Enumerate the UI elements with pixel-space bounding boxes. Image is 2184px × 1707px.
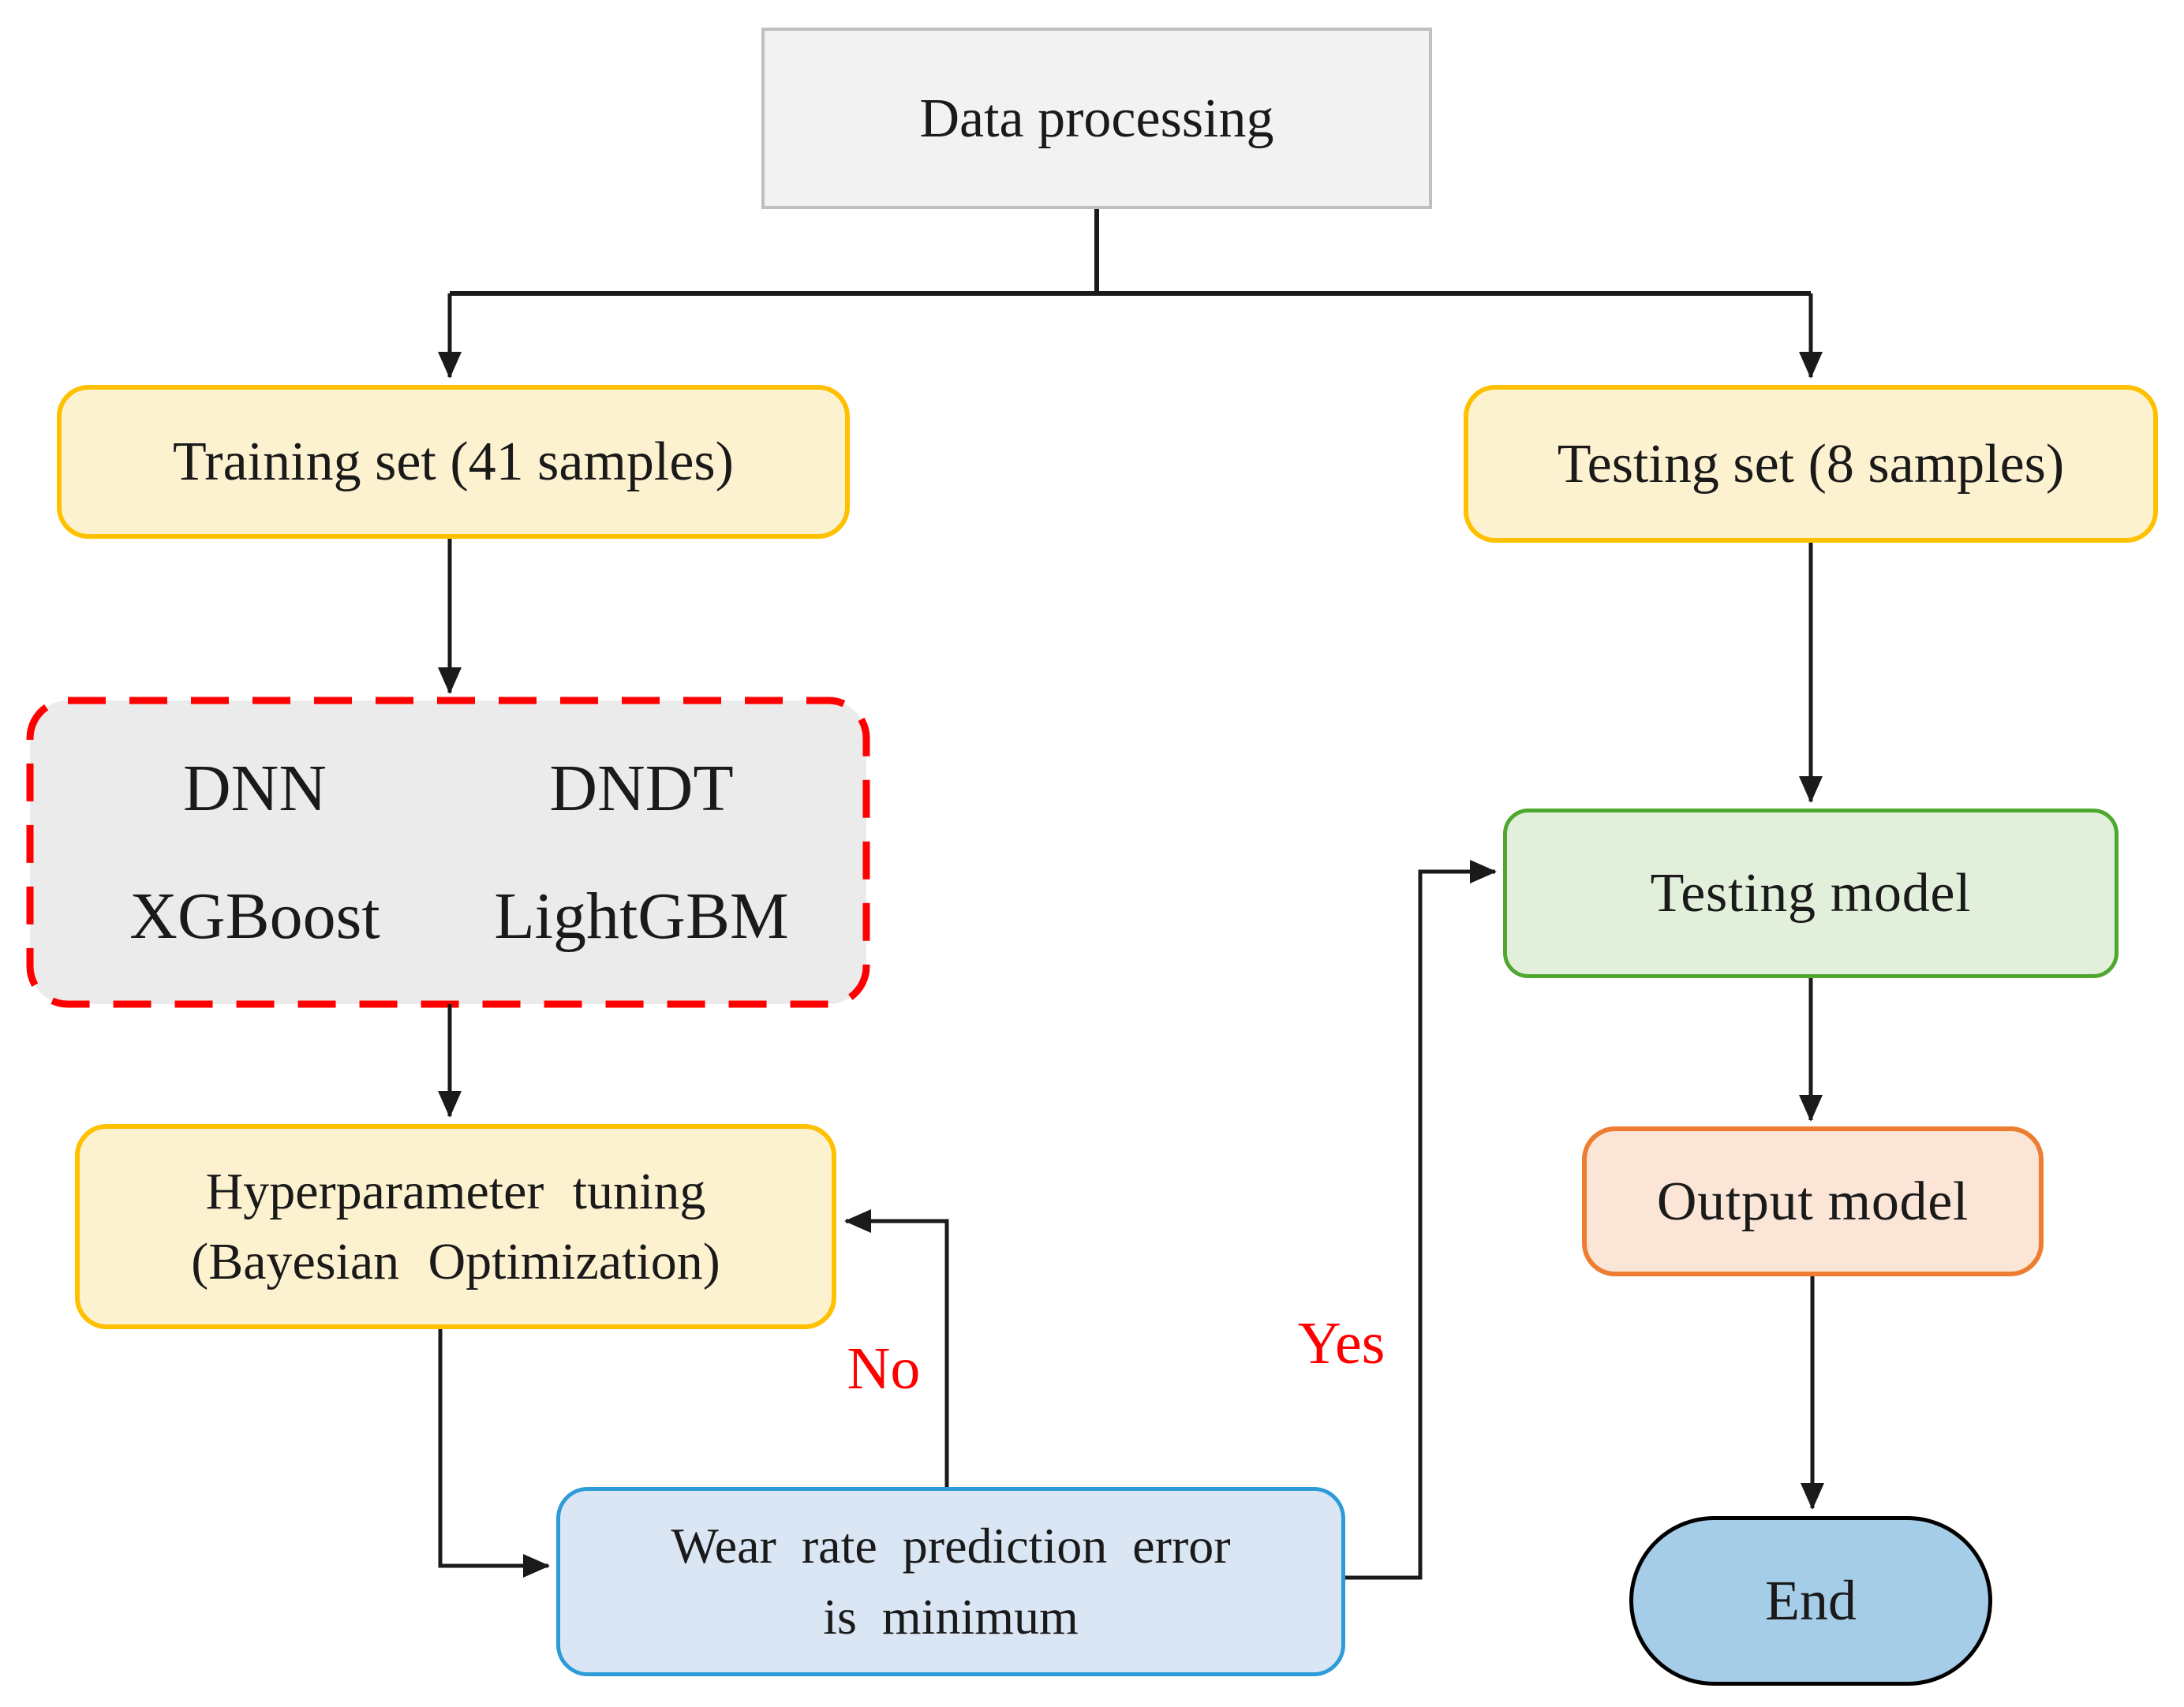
wear-line2: is minimum	[823, 1589, 1079, 1645]
node-label: Testing model	[1650, 863, 1972, 924]
edge-yes-to-testing-model	[1345, 860, 1497, 1580]
wear-line1: Wear rate prediction error	[671, 1518, 1231, 1574]
edge-label-no: No	[847, 1335, 921, 1402]
node-label: Output model	[1656, 1171, 1969, 1232]
hyper-line1: Hyperparameter tuning	[205, 1162, 706, 1220]
edge-hyper-to-wearcheck	[438, 1329, 550, 1578]
node-training-set: Training set (41 samples)	[57, 385, 850, 539]
node-output-model: Output model	[1582, 1126, 2044, 1276]
node-wear-rate-check: Wear rate prediction error is minimum	[556, 1487, 1345, 1676]
node-label: End	[1765, 1568, 1857, 1632]
edge-label-yes: Yes	[1297, 1310, 1386, 1376]
node-testing-model: Testing model	[1503, 809, 2119, 978]
model-label-dnn: DNN	[183, 751, 327, 825]
node-candidate-models: DNN DNDT XGBoost LightGBM	[30, 700, 866, 1004]
node-hyperparameter-tuning: Hyperparameter tuning (Bayesian Optimiza…	[75, 1124, 836, 1329]
node-data-processing: Data processing	[761, 28, 1432, 209]
hyper-line2: (Bayesian Optimization)	[191, 1233, 720, 1291]
edge-no-loop	[844, 1209, 949, 1487]
model-label-dndt: DNDT	[549, 751, 734, 825]
node-label: Training set (41 samples)	[173, 431, 734, 492]
model-label-xgboost: XGBoost	[129, 880, 380, 954]
node-testing-set: Testing set (8 samples)	[1464, 385, 2158, 543]
model-label-lightgbm: LightGBM	[494, 880, 789, 954]
node-label: Data processing	[919, 88, 1274, 149]
node-label: Testing set (8 samples)	[1557, 433, 2065, 495]
node-end: End	[1629, 1516, 1992, 1686]
